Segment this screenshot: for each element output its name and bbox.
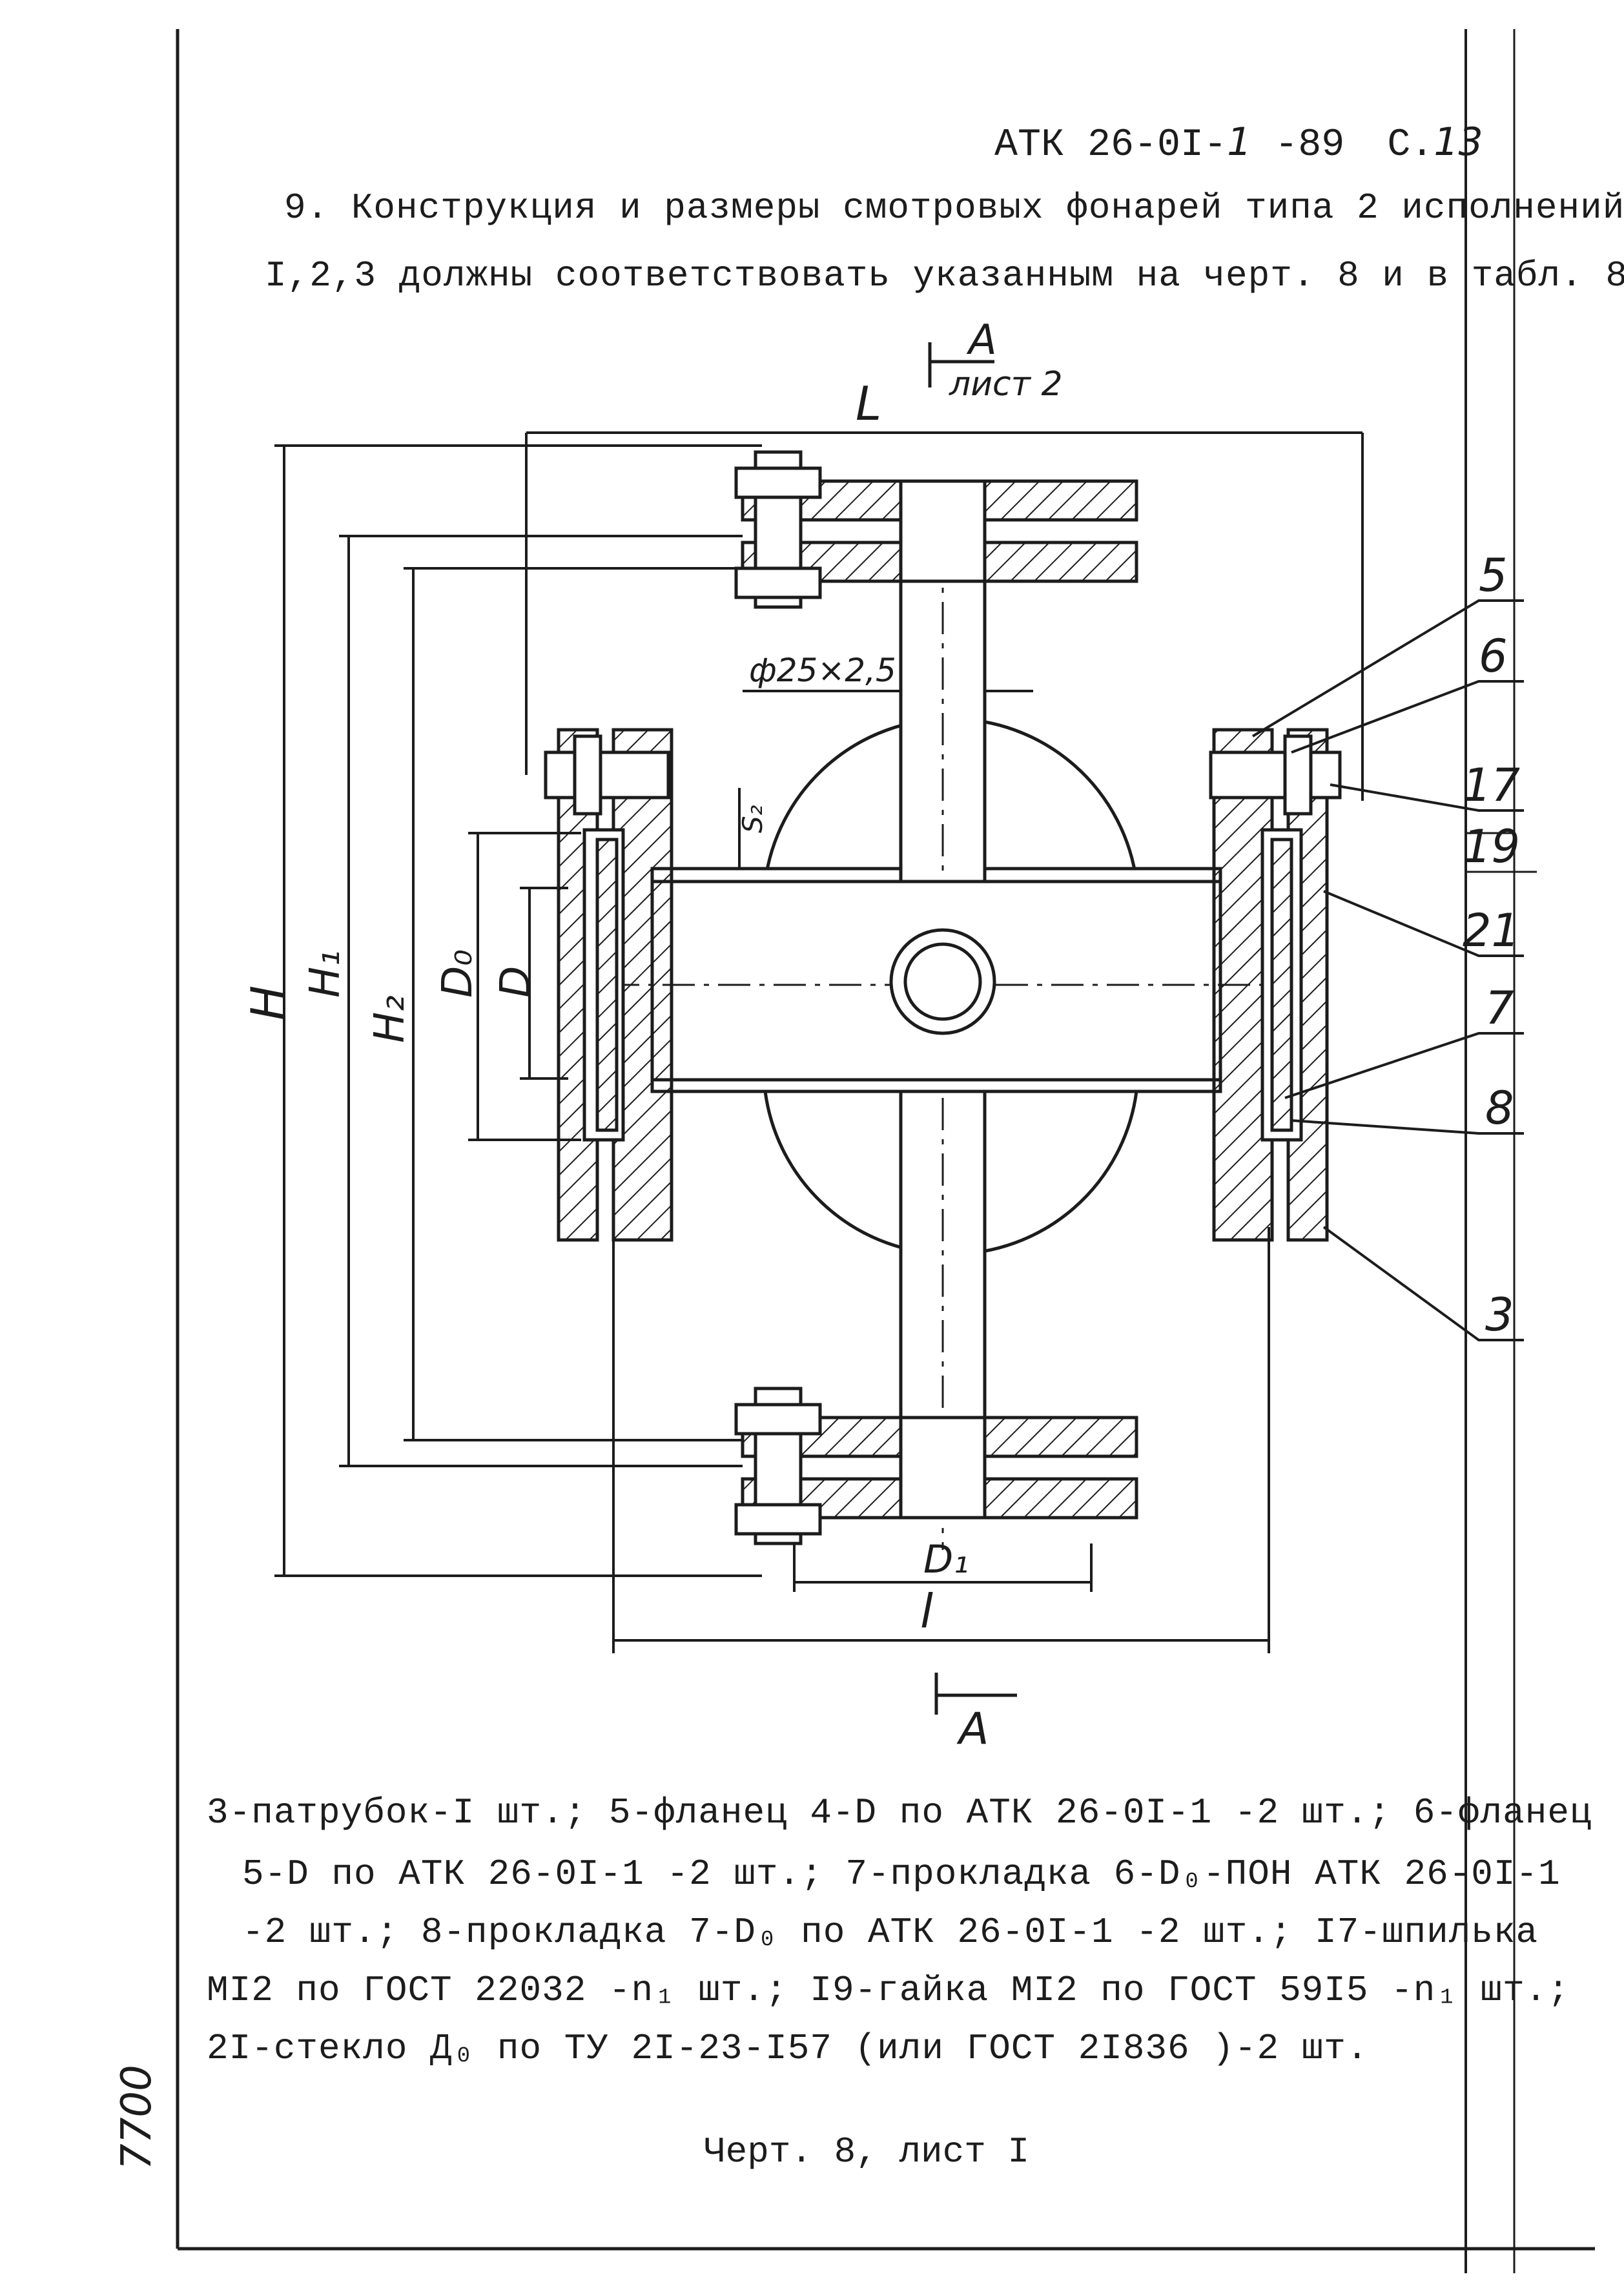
figure-caption: Черт. 8, лист I: [704, 2131, 1030, 2173]
parts-list-line-3: -2 шт.; 8-прокладка 7-D₀ по АТК 26-0I-1 …: [242, 1912, 1539, 1953]
margin-note: 7700: [113, 2065, 161, 2170]
parts-list-line-1: 3-патрубок-I шт.; 5-фланец 4-D по АТК 26…: [207, 1792, 1592, 1833]
parts-list-line-4: МI2 по ГОСТ 22032 -n₁ шт.; I9-гайка МI2 …: [207, 1970, 1570, 2011]
dimension-D0-label: D₀: [434, 949, 482, 998]
page-prefix: С.: [1387, 123, 1434, 167]
dimension-D1: [793, 1543, 1093, 1592]
callout-3: 3: [1485, 1288, 1514, 1341]
dimension-H1-label: H₁: [302, 950, 349, 998]
section-label-top: A: [966, 316, 997, 364]
callout-17: 17: [1463, 759, 1520, 812]
dimension-H: [274, 444, 762, 1577]
section-mark-bottom: [934, 1673, 1017, 1715]
section-label-bottom: A: [956, 1704, 989, 1755]
document-code: АТК 26-0I-1 -89 С.13: [994, 119, 1483, 167]
intro-line-2: I,2,3 должны соответствовать указанным н…: [265, 255, 1624, 296]
callout-5: 5: [1479, 549, 1508, 602]
callout-6: 6: [1479, 630, 1508, 683]
dimension-L: [525, 431, 1364, 801]
bottom-flange: [734, 1387, 1138, 1545]
pipe-size-label: ф25×2,5: [749, 652, 896, 689]
sheet-frame: [176, 29, 1595, 2273]
callout-leaders: [1251, 599, 1524, 1341]
dimension-H2-label: H₂: [366, 995, 414, 1043]
page-number: 13: [1434, 119, 1483, 165]
right-flange: [1209, 728, 1342, 1242]
dimension-D1-label: D₁: [923, 1537, 969, 1582]
dimension-H2: [404, 567, 743, 1441]
dimension-s2-label: S₂: [737, 805, 768, 833]
top-flange: [734, 450, 1138, 609]
section-mark-top: [928, 342, 994, 387]
doc-code-suffix: -89: [1275, 123, 1345, 167]
callout-19: 19: [1463, 820, 1520, 873]
doc-code-hand: 1: [1227, 119, 1252, 165]
dimension-D-label: D: [492, 966, 540, 998]
callout-21: 21: [1463, 904, 1520, 957]
callout-8: 8: [1485, 1082, 1514, 1135]
callout-7: 7: [1485, 982, 1514, 1035]
callout-numbers: 5 6 17 19 21 7 8 3: [1463, 549, 1520, 1341]
dimension-H-label: H: [241, 986, 295, 1020]
section-sheet-label: лист 2: [949, 365, 1063, 404]
dimension-H1: [339, 535, 743, 1467]
dimension-l-label: l: [920, 1584, 933, 1638]
dimension-L-label: L: [856, 377, 881, 431]
left-flange: [544, 728, 673, 1242]
parts-list-line-5: 2I-стекло Д₀ по ТУ 2I-23-I57 (или ГОСТ 2…: [207, 2028, 1369, 2069]
vertical-pipe-top: [899, 491, 987, 883]
doc-code-prefix: АТК 26-0I-: [994, 123, 1228, 167]
parts-list-line-2: 5-D по АТК 26-0I-1 -2 шт.; 7-прокладка 6…: [242, 1853, 1561, 1895]
center-nozzle: [889, 928, 996, 1035]
intro-line-1: 9. Конструкция и размеры смотровых фонар…: [284, 187, 1624, 229]
